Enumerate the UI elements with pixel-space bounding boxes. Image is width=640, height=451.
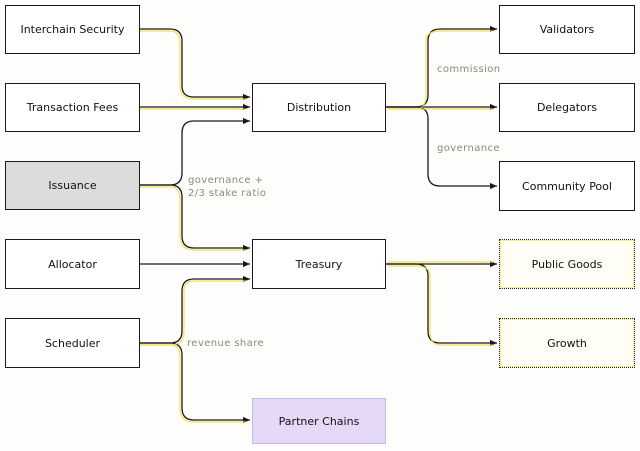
edge-distribution-validators <box>386 25 497 108</box>
edge-issuance-distribution <box>140 117 250 186</box>
edge-issuance-treasury <box>140 184 250 252</box>
node-delegators: Delegators <box>499 83 635 132</box>
edge-scheduler-partner <box>140 342 250 424</box>
edge-scheduler-treasury <box>140 275 250 344</box>
label-governance-stake-line2: 2/3 stake ratio <box>188 188 267 199</box>
label-revenue-share: revenue share <box>187 338 265 349</box>
edge-treasury-growth <box>386 263 497 347</box>
node-distribution: Distribution <box>252 83 386 132</box>
node-partner-chains: Partner Chains <box>252 398 386 444</box>
node-growth: Growth <box>499 318 635 368</box>
node-treasury: Treasury <box>252 239 386 289</box>
label-governance: governance <box>437 143 500 154</box>
node-interchain-security: Interchain Security <box>5 5 140 54</box>
edge-security-distribution <box>140 28 250 101</box>
node-allocator: Allocator <box>5 239 140 289</box>
node-community-pool: Community Pool <box>499 161 635 211</box>
label-commission: commission <box>437 64 501 75</box>
node-scheduler: Scheduler <box>5 318 140 368</box>
node-issuance: Issuance <box>5 161 140 210</box>
node-validators: Validators <box>499 5 635 54</box>
label-governance-stake-line1: governance + <box>188 175 264 186</box>
node-public-goods: Public Goods <box>499 239 635 289</box>
node-transaction-fees: Transaction Fees <box>5 83 140 132</box>
